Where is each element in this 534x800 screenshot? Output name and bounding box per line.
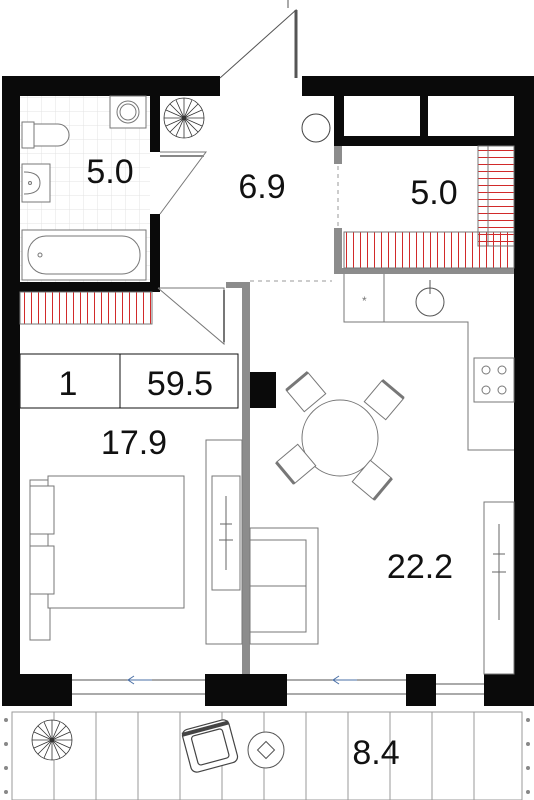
side-table-icon — [247, 731, 285, 769]
area-bedroom: 17.9 — [101, 424, 167, 462]
area-bathroom: 5.0 — [86, 153, 133, 191]
toilet-icon — [21, 121, 70, 149]
sliding-door-arrow-icon — [127, 675, 357, 685]
fridge-mark: * — [362, 294, 367, 308]
area-balcony: 8.4 — [352, 734, 399, 772]
area-info-box — [19, 353, 239, 409]
window-frames — [356, 96, 504, 136]
door-swing-icon — [157, 287, 225, 346]
area-living-kitchen: 22.2 — [387, 548, 453, 586]
bed-icon — [29, 475, 185, 641]
exterior-walls — [2, 76, 534, 706]
armchair-icon — [181, 719, 239, 773]
cabinet — [205, 439, 243, 645]
dining-table-icon — [301, 399, 379, 477]
tv-cabinet — [483, 501, 515, 675]
boiler-icon — [109, 95, 147, 129]
area-wardrobe: 5.0 — [410, 174, 457, 212]
chair-icon — [275, 371, 405, 501]
door-swing-icon — [219, 0, 298, 79]
door-swing-icon — [159, 151, 207, 215]
bathtub-icon — [21, 229, 147, 281]
wardrobe-shelves — [343, 145, 515, 269]
washbasin-icon — [21, 163, 51, 203]
lamp-icon — [301, 113, 331, 143]
sofa-icon — [249, 527, 319, 645]
rooms-count: 1 — [59, 365, 78, 403]
kitchen-counter — [343, 274, 514, 451]
plant-icon — [31, 719, 73, 761]
balcony-railing-posts — [4, 718, 530, 794]
sink-icon — [415, 280, 445, 317]
plant-icon — [163, 97, 205, 139]
stove-icon — [473, 357, 515, 403]
closet — [19, 291, 153, 325]
area-hall: 6.9 — [238, 168, 285, 206]
partitions — [226, 146, 514, 674]
total-area: 59.5 — [147, 365, 213, 403]
